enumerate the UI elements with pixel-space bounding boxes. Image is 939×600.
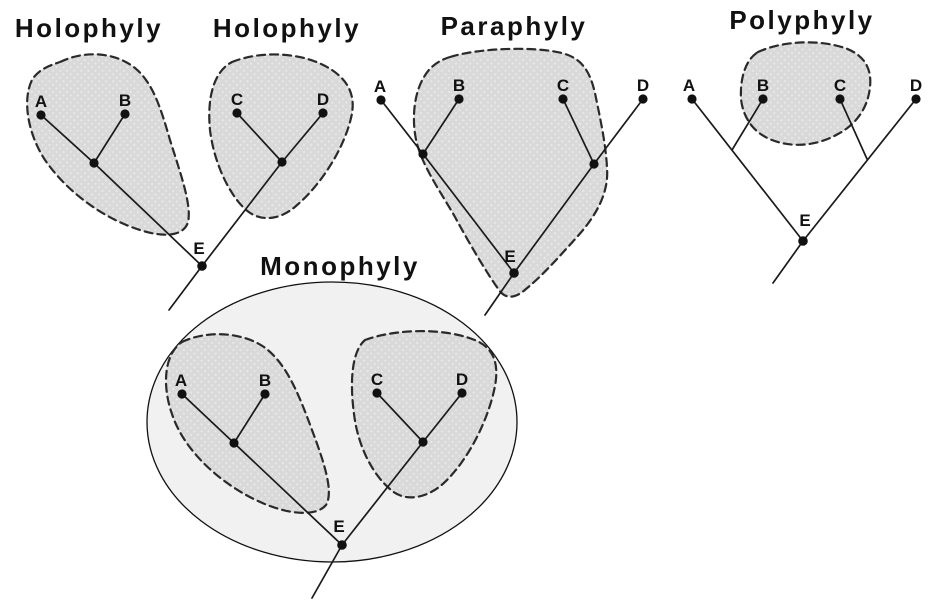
holophyly-tree-nodes <box>36 108 328 271</box>
label-tip-d: D <box>637 76 649 95</box>
monophyly-tree-labels: A B C D E <box>175 370 468 536</box>
polyphyly-section: Polyphyly A B C D E <box>683 5 922 284</box>
paraphyly-title: Paraphyly <box>441 11 588 41</box>
node-tip-a <box>376 95 386 105</box>
label-tip-a: A <box>683 76 695 95</box>
branch-b <box>731 98 764 151</box>
polyphyly-tree-labels: A B C D E <box>683 76 922 230</box>
holophyly-section: Holophyly Holophyly A B C D E <box>15 13 361 311</box>
node-e-ancestor <box>798 236 808 246</box>
branch-a-to-root <box>181 393 343 599</box>
node-ab-ancestor <box>89 158 99 168</box>
node-tip-c <box>372 388 382 398</box>
label-tip-b: B <box>757 76 769 95</box>
node-e-ancestor <box>337 540 347 550</box>
label-tip-c: C <box>557 76 569 95</box>
branch-c <box>839 98 868 160</box>
branch-b <box>93 113 126 164</box>
label-tip-d: D <box>317 90 329 109</box>
node-e-ancestor <box>509 268 519 278</box>
label-tip-c: C <box>231 90 243 109</box>
node-tip-a <box>177 389 187 399</box>
label-ancestor-e: E <box>504 247 515 266</box>
node-cd-ancestor <box>277 157 287 167</box>
label-tip-a: A <box>175 371 187 390</box>
branch-c <box>376 392 424 443</box>
label-tip-d: D <box>910 76 922 95</box>
node-tip-b <box>454 94 464 104</box>
node-tip-d <box>318 108 328 118</box>
paraphyly-tree-labels: A B C D E <box>374 76 649 266</box>
node-cd-ancestor <box>418 437 428 447</box>
monophyly-clade-ab-blob <box>164 333 330 514</box>
node-tip-c <box>835 94 845 104</box>
node-tip-a <box>687 94 697 104</box>
polyphyly-group-blob <box>739 41 872 146</box>
label-ancestor-e: E <box>333 517 344 536</box>
paraphyly-group-blob <box>412 47 609 298</box>
node-ab-ancestor <box>418 149 428 159</box>
monophyly-section: Monophyly A B C D E <box>146 251 518 599</box>
monophyly-clade-cd-blob <box>350 330 498 499</box>
node-ab-ancestor <box>229 438 239 448</box>
branch-a-to-root <box>40 114 203 311</box>
holophyly-clade-ab-blob <box>26 53 190 236</box>
holophyly-clade-cd-blob <box>208 53 354 220</box>
label-tip-a: A <box>374 77 386 96</box>
node-cd-ancestor <box>589 159 599 169</box>
label-tip-c: C <box>371 370 383 389</box>
node-tip-a <box>36 110 46 120</box>
holophyly-right-title: Holophyly <box>213 13 361 43</box>
label-ancestor-e: E <box>799 211 810 230</box>
node-tip-d <box>911 94 921 104</box>
node-e-ancestor <box>197 261 207 271</box>
node-tip-b <box>120 109 130 119</box>
branch-b <box>233 393 266 444</box>
monophyly-title: Monophyly <box>260 251 420 281</box>
node-tip-d <box>457 388 467 398</box>
label-tip-b: B <box>259 371 271 390</box>
label-tip-c: C <box>834 76 846 95</box>
node-tip-b <box>260 389 270 399</box>
node-tip-c <box>558 94 568 104</box>
branch-b <box>422 98 460 155</box>
monophyly-tree-nodes <box>177 388 467 550</box>
node-tip-c <box>232 108 242 118</box>
holophyly-left-title: Holophyly <box>15 13 163 43</box>
paraphyly-section: Paraphyly A B C D E <box>374 11 649 316</box>
branch-c <box>562 98 595 165</box>
branch-a-to-root <box>380 99 515 316</box>
branch-d <box>802 98 917 242</box>
node-tip-d <box>638 94 648 104</box>
label-ancestor-e: E <box>193 239 204 258</box>
label-tip-b: B <box>453 76 465 95</box>
polyphyly-tree-nodes <box>687 94 921 246</box>
polyphyly-title: Polyphyly <box>729 5 874 35</box>
branch-c <box>236 112 283 163</box>
label-tip-a: A <box>35 92 47 111</box>
holophyly-tree-labels: A B C D E <box>35 90 329 258</box>
node-tip-b <box>758 94 768 104</box>
holophyly-tree-edges <box>40 112 324 311</box>
paraphyly-tree-nodes <box>376 94 648 278</box>
label-tip-b: B <box>119 91 131 110</box>
label-tip-d: D <box>456 370 468 389</box>
